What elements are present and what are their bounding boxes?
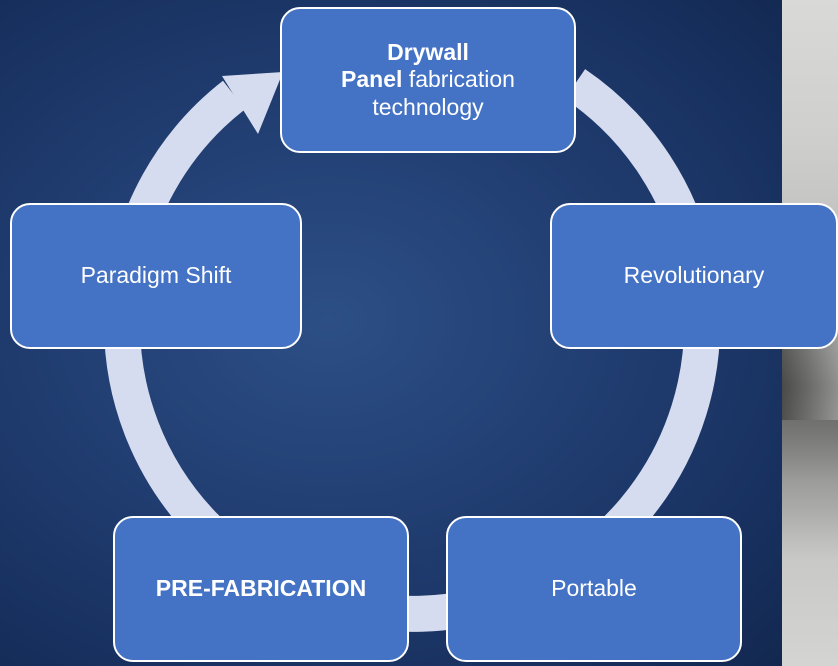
photo-shade-region <box>782 420 838 560</box>
cycle-arrowhead <box>222 72 283 134</box>
cycle-node-label: Revolutionary <box>623 262 765 289</box>
node-bold-word-1: Drywall <box>387 38 469 65</box>
cycle-node-label: Paradigm Shift <box>80 262 232 289</box>
cycle-node-label: Portable <box>551 575 637 602</box>
node-text-technology: technology <box>372 93 484 120</box>
cycle-node-portable: Portable <box>446 516 742 662</box>
cycle-node-drywall-panel: Drywall Panel fabrication technology <box>280 7 576 153</box>
cycle-node-label: PRE-FABRICATION <box>155 575 367 602</box>
cycle-node-paradigm-shift: Paradigm Shift <box>10 203 302 349</box>
node-bold-word-2: Panel <box>341 66 403 93</box>
node-text-fabrication: fabrication <box>402 66 515 93</box>
cycle-node-pre-fabrication: PRE-FABRICATION <box>113 516 409 662</box>
cycle-node-label: Drywall Panel fabrication technology <box>341 39 515 122</box>
cycle-node-revolutionary: Revolutionary <box>550 203 838 349</box>
